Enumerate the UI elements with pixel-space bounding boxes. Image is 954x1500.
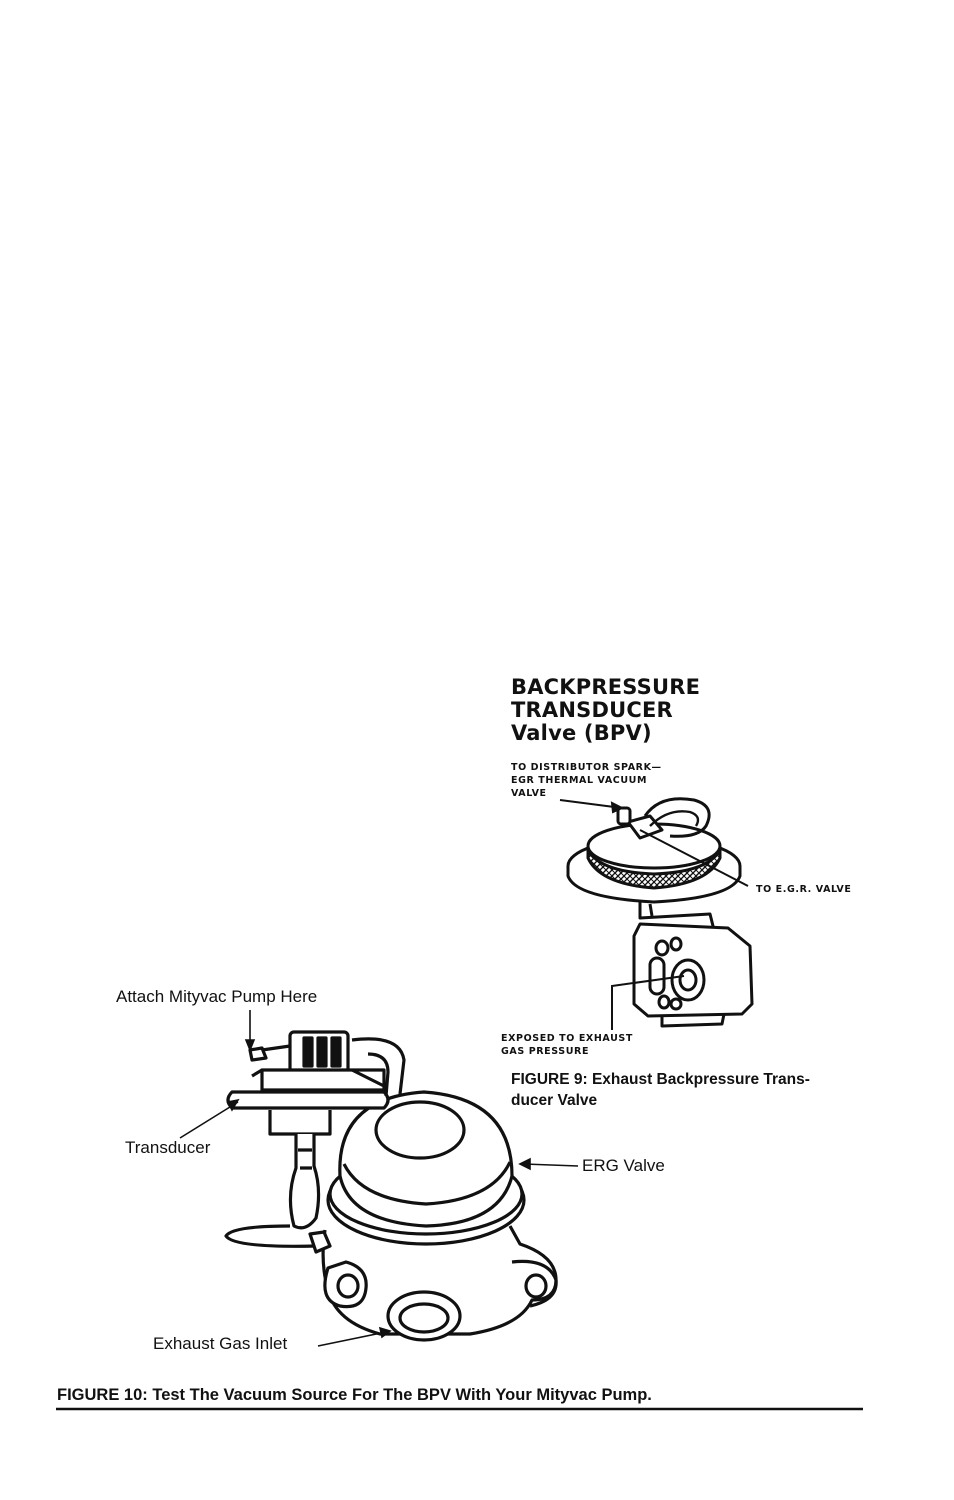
label-attach-mityvac: Attach Mityvac Pump Here bbox=[116, 987, 318, 1006]
fig9-leader-lines bbox=[559, 799, 749, 1030]
bpv-title: BACKPRESSURE TRANSDUCER Valve (BPV) bbox=[511, 676, 700, 745]
label-erg-valve: ERG Valve bbox=[582, 1156, 665, 1175]
bpv-valve-drawing bbox=[566, 797, 754, 1028]
label-to-distributor-line-1: TO DISTRIBUTOR SPARK— bbox=[511, 762, 662, 773]
egr-valve-drawing bbox=[224, 1030, 558, 1342]
figure-9-caption: FIGURE 9: Exhaust Backpressure Trans- du… bbox=[511, 1069, 810, 1111]
bpv-title-line-1: BACKPRESSURE bbox=[511, 675, 701, 699]
label-to-egr-valve: TO E.G.R. VALVE bbox=[756, 884, 852, 895]
label-transducer: Transducer bbox=[125, 1138, 211, 1157]
figure-9-caption-line-2: ducer Valve bbox=[511, 1092, 598, 1109]
figure-10-caption: FIGURE 10: Test The Vacuum Source For Th… bbox=[57, 1386, 652, 1404]
bpv-title-line-2: TRANSDUCER bbox=[511, 698, 673, 722]
figure-9-caption-line-1: FIGURE 9: Exhaust Backpressure Trans- bbox=[511, 1071, 810, 1088]
label-exposed-exhaust: EXPOSED TO EXHAUST GAS PRESSURE bbox=[501, 1032, 633, 1058]
label-exposed-exhaust-line-1: EXPOSED TO EXHAUST bbox=[501, 1033, 633, 1044]
label-exhaust-gas-inlet: Exhaust Gas Inlet bbox=[153, 1334, 288, 1353]
label-exposed-exhaust-line-2: GAS PRESSURE bbox=[501, 1046, 590, 1057]
label-to-distributor: TO DISTRIBUTOR SPARK— EGR THERMAL VACUUM… bbox=[511, 761, 662, 800]
label-to-distributor-line-3: VALVE bbox=[511, 788, 547, 799]
bpv-title-line-3: Valve (BPV) bbox=[511, 721, 652, 745]
label-to-distributor-line-2: EGR THERMAL VACUUM bbox=[511, 775, 648, 786]
fig10-leader-lines bbox=[179, 1010, 579, 1347]
